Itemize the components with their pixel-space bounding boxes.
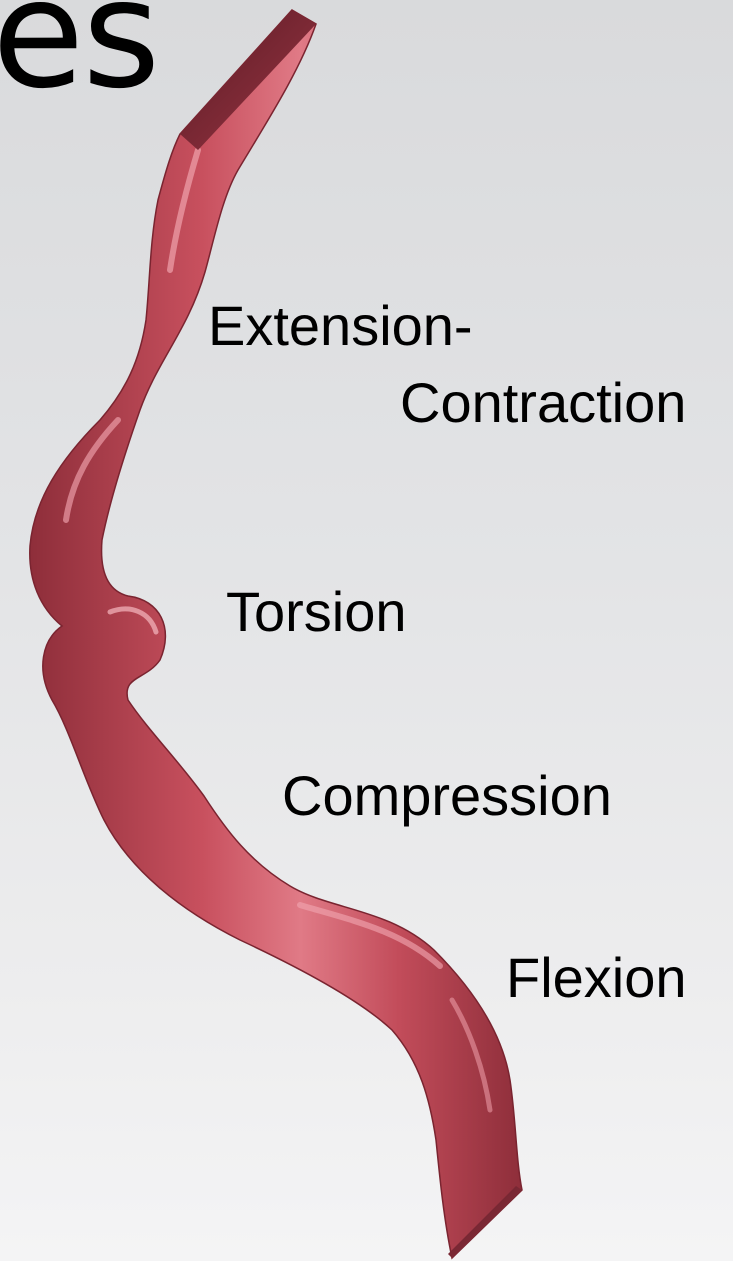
label-flexion: Flexion xyxy=(506,950,687,1006)
label-contraction: Contraction xyxy=(400,375,686,431)
label-extension: Extension- xyxy=(208,298,473,354)
label-compression: Compression xyxy=(282,768,612,824)
label-torsion: Torsion xyxy=(226,584,407,640)
